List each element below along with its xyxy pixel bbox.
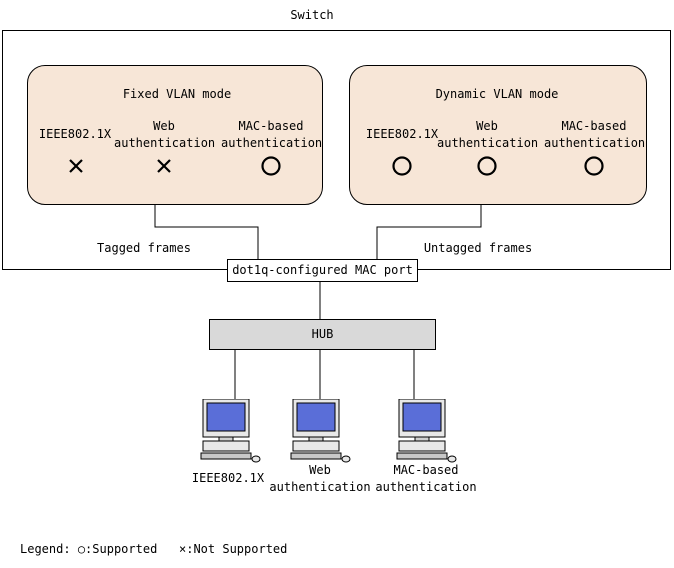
- legend: Legend: ○:Supported ×:Not Supported: [20, 541, 287, 558]
- tagged-link-line: [154, 205, 259, 259]
- mac-port-box: [227, 259, 418, 282]
- dynamic-vlan-mode-box: [349, 65, 647, 205]
- legend-supported-text: :Supported: [85, 542, 158, 556]
- terminal-3-label-1: MAC-based: [393, 463, 459, 477]
- fixed-web-label-2: authentication: [114, 136, 216, 150]
- hub-label: HUB: [311, 327, 334, 341]
- fixed-mac-label-1: MAC-based: [238, 119, 304, 133]
- legend-not-supported-text: :Not Supported: [186, 542, 288, 556]
- dynamic-web-label-1: Web: [476, 119, 498, 133]
- terminal-2-label-2: authentication: [269, 480, 371, 494]
- terminal-3-label-2: authentication: [375, 480, 477, 494]
- legend-not-supported-symbol: ×: [178, 542, 187, 556]
- dynamic-vlan-mode-title: Dynamic VLAN mode: [435, 87, 559, 101]
- dynamic-ieee-label: IEEE802.1X: [365, 127, 439, 141]
- supported-icon: [261, 156, 281, 176]
- dynamic-mac-label-2: authentication: [544, 136, 646, 150]
- fixed-vlan-mode-box: [27, 65, 323, 205]
- mac-port-label: dot1q-configured MAC port: [232, 263, 413, 277]
- dynamic-web-label-2: authentication: [437, 136, 539, 150]
- not-supported-icon: [157, 159, 171, 173]
- legend-supported-symbol: ○: [77, 542, 86, 556]
- terminal-1-label: IEEE802.1X: [191, 471, 265, 485]
- untagged-frames-label: Untagged frames: [423, 241, 533, 255]
- computer-icon: [290, 399, 351, 463]
- dynamic-mac-label-1: MAC-based: [561, 119, 627, 133]
- untagged-link-line: [376, 205, 482, 259]
- fixed-mac-label-2: authentication: [221, 136, 323, 150]
- computer-icon: [396, 399, 457, 463]
- switch-title: Switch: [290, 8, 334, 22]
- tagged-frames-label: Tagged frames: [97, 241, 191, 255]
- supported-icon: [392, 156, 412, 176]
- fixed-vlan-mode-title: Fixed VLAN mode: [122, 87, 232, 101]
- fixed-ieee-label: IEEE802.1X: [38, 127, 112, 141]
- supported-icon: [584, 156, 604, 176]
- not-supported-icon: [69, 159, 83, 173]
- terminal-2-label-1: Web: [309, 463, 331, 477]
- fixed-web-label-1: Web: [153, 119, 175, 133]
- legend-prefix: Legend:: [20, 542, 71, 556]
- hub-box: [209, 319, 436, 350]
- computer-icon: [200, 399, 261, 463]
- supported-icon: [477, 156, 497, 176]
